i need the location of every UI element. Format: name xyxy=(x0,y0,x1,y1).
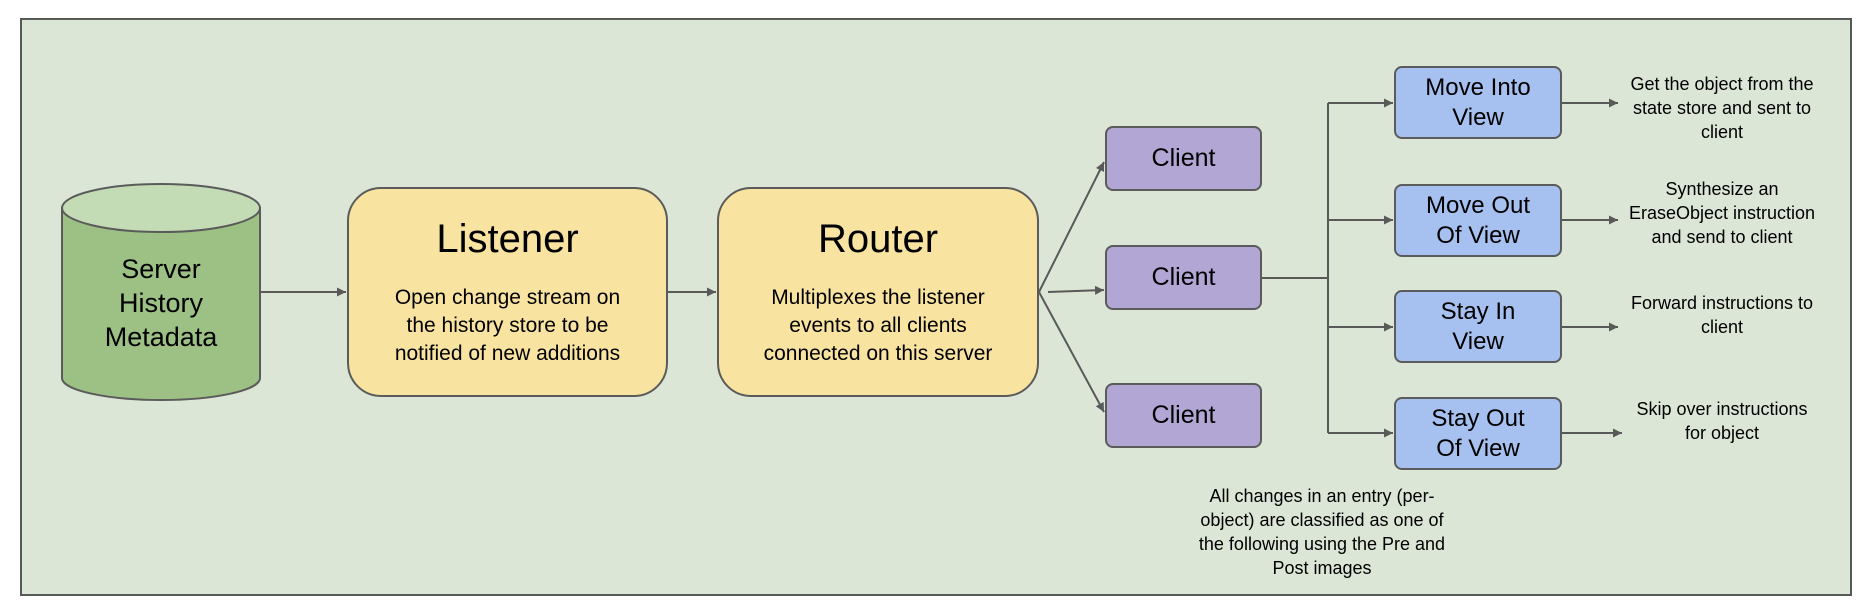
database-label: Server History Metadata xyxy=(62,252,260,354)
arrow-router-to-client-1 xyxy=(1038,161,1105,293)
router-title: Router xyxy=(817,217,939,261)
action-stay-in-view: Stay In View xyxy=(1394,290,1562,363)
router-box: Router Multiplexes the listener events t… xyxy=(717,187,1039,397)
listener-box: Listener Open change stream on the histo… xyxy=(347,187,668,397)
database-body xyxy=(61,207,261,401)
client-box-1: Client xyxy=(1105,126,1262,191)
client-box-3: Client xyxy=(1105,383,1262,448)
action-move-out-of-view-label: Move Out Of View xyxy=(1425,191,1531,249)
classification-note: All changes in an entry (per-object) are… xyxy=(1198,486,1446,578)
client-box-2: Client xyxy=(1105,245,1262,310)
router-description: Multiplexes the listener events to all c… xyxy=(763,286,993,365)
arrows xyxy=(260,98,1622,438)
action-stay-out-of-view: Stay Out Of View xyxy=(1394,397,1562,470)
listener-title: Listener xyxy=(436,217,579,261)
note-stay-out-of-view: Skip over instructions for object xyxy=(1636,399,1808,443)
note-move-out-of-view: Synthesize an EraseObject instruction an… xyxy=(1628,179,1816,247)
listener-description: Open change stream on the history store … xyxy=(394,286,621,365)
action-move-into-view-label: Move Into View xyxy=(1425,73,1531,131)
action-move-out-of-view: Move Out Of View xyxy=(1394,184,1562,257)
arrow-router-to-client-2 xyxy=(1047,285,1105,295)
action-stay-in-view-label: Stay In View xyxy=(1440,297,1516,355)
note-stay-in-view: Forward instructions to client xyxy=(1630,293,1814,337)
arrow-router-to-client-3 xyxy=(1038,291,1105,413)
database-label-line-3: Metadata xyxy=(104,322,218,352)
action-stay-out-of-view-label: Stay Out Of View xyxy=(1431,404,1525,462)
action-move-into-view: Move Into View xyxy=(1394,66,1562,139)
database-label-line-2: History xyxy=(118,288,203,318)
database-label-line-1: Server xyxy=(121,254,201,284)
database-icon xyxy=(61,183,261,401)
database-top xyxy=(61,183,261,233)
note-move-into-view: Get the object from the state store and … xyxy=(1630,74,1814,142)
